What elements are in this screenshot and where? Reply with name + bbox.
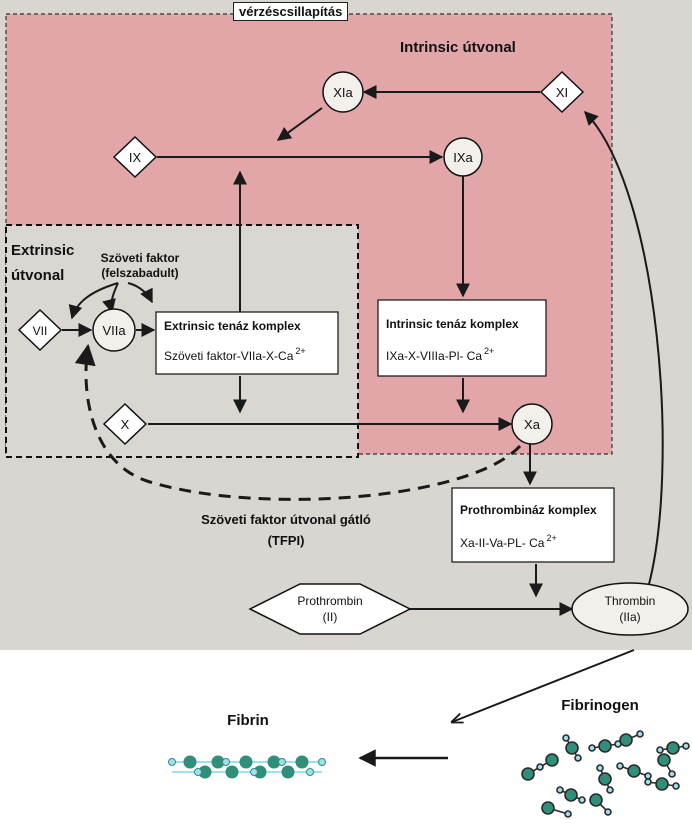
factor-ix: IX [112,135,158,179]
factor-viia-label: VIIa [102,323,126,338]
arrow-thrombin-feedback-to-xi [584,110,664,589]
arrow-tissue-factor-to-vii [68,282,119,320]
factor-vii: VII [17,308,63,352]
intrinsic-label: Intrinsic útvonal [400,39,516,56]
arrow-thrombin-to-fibrin-conversion [452,649,635,722]
factor-xia-label: XIa [333,85,353,100]
tissue-factor-label-line2: (felszabadult) [101,266,178,280]
factor-xi: XI [539,70,585,114]
diagram-title: vérzéscsillapítás [233,2,349,21]
extrinsic-label-line2: útvonal [11,267,64,284]
prothrombin-line2: (II) [323,610,338,624]
prothrombin-line1: Prothrombin [297,594,362,608]
thrombin-line1: Thrombin [605,594,656,608]
extrinsic-tenase-title: Extrinsic tenáz komplex [164,319,301,333]
factor-ix-label: IX [129,150,142,165]
tfpi-label-line1: Szöveti faktor útvonal gátló [201,512,371,527]
factor-xa-label: Xa [524,417,541,432]
prothrombin-node: Prothrombin (II) [248,583,412,635]
intrinsic-tenase-title: Intrinsic tenáz komplex [386,317,519,331]
factor-xi-label: XI [556,85,568,100]
fibrinogen-label: Fibrinogen [561,697,639,714]
factor-vii-label: VII [33,324,48,338]
intrinsic-tenase-complex: Intrinsic tenáz komplex IXa-X-VIIIa-Pl- … [377,299,547,377]
lower-area [0,650,692,836]
factor-x-label: X [121,417,130,432]
extrinsic-tenase-complex: Extrinsic tenáz komplex Szöveti faktor-V… [155,311,339,375]
factor-ixa-label: IXa [453,150,473,165]
tissue-factor-label-line1: Szöveti faktor [101,251,180,265]
thrombin-node: Thrombin (IIa) [571,582,689,636]
factor-xia: XIa [322,71,364,113]
arrow-xia-to-ix [276,107,323,141]
fibrin-label: Fibrin [227,712,269,729]
factor-xa: Xa [511,403,553,445]
tfpi-inhibition-curve [74,343,522,501]
factor-ixa: IXa [443,137,483,177]
fibrin-polymer-illustration [168,755,326,779]
factor-x: X [102,402,148,446]
factor-viia: VIIa [92,308,136,352]
extrinsic-label-line1: Extrinsic [11,242,74,259]
arrow-tissue-factor-to-extrinsic-tenase [127,282,153,304]
tfpi-label-line2: (TFPI) [268,533,305,548]
thrombin-line2: (IIa) [619,610,640,624]
prothrombinase-title: Prothrombináz komplex [460,503,597,517]
fibrinogen-molecules-illustration [521,730,690,818]
